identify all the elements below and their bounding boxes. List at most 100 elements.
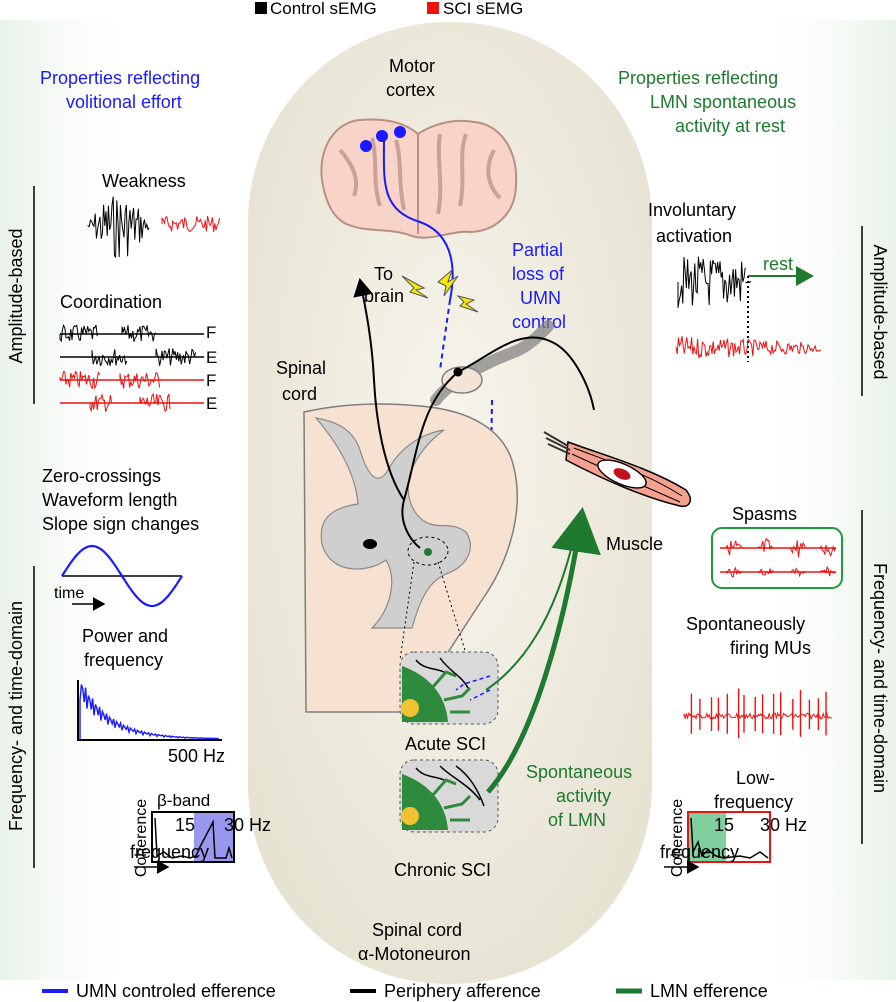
weakness-sci-emg xyxy=(161,215,221,233)
power-label: Power and xyxy=(82,626,168,646)
beta-coherence-border xyxy=(151,811,235,863)
spasm-0-0 xyxy=(725,540,743,556)
spinal-cord-line2: cord xyxy=(282,384,317,404)
weakness-control-emg xyxy=(87,196,150,258)
right-heading-line2: LMN spontaneous xyxy=(650,92,796,112)
coord-extensor-sci-burst-1 xyxy=(139,392,171,413)
chronic-sci-panel xyxy=(399,759,499,833)
weakness-sci-burst xyxy=(161,215,221,233)
coord-label-f1: F xyxy=(206,323,216,342)
spontaneous-mus-line1: Spontaneously xyxy=(686,614,805,634)
spectrum-axes xyxy=(77,680,222,741)
umn-legend-label: UMN controled efference xyxy=(76,981,276,1001)
low-band-shade xyxy=(689,813,726,861)
low-frequency-line1: Low- xyxy=(736,768,775,788)
to-brain-line1: To xyxy=(374,264,393,284)
involuntary-control-emg xyxy=(677,256,752,308)
spasm-0-2 xyxy=(789,540,807,558)
low-coherence-trace xyxy=(690,817,769,859)
spasms-label: Spasms xyxy=(732,504,797,524)
chronic-dendrites xyxy=(430,778,472,822)
left-background xyxy=(0,20,140,980)
coord-extensor-control-burst-1 xyxy=(155,348,197,366)
tendon xyxy=(543,431,571,455)
right-frequency-axis-label: Frequency- and time-domain xyxy=(870,563,890,793)
coordination-label: Coordination xyxy=(60,292,162,312)
left-heading-line2: volitional effort xyxy=(66,92,182,112)
lmn-efference-chronic xyxy=(486,507,601,794)
motoneuron-soma xyxy=(424,548,432,556)
involuntary-control-burst xyxy=(677,256,746,308)
brain-gyri xyxy=(338,133,502,215)
top-legend: Control sEMG SCI sEMG xyxy=(255,0,523,18)
motor-label-line1: Motor xyxy=(389,56,435,76)
left-coherence-axis-label: Coherence xyxy=(133,799,150,877)
coord-flexor-control-burst-1 xyxy=(121,325,157,342)
spontaneous-line1: Spontaneous xyxy=(526,762,632,782)
lesion-lightning-icons xyxy=(401,268,479,313)
bottom-legend: UMN controled efference Periphery affere… xyxy=(42,981,768,1001)
acute-nucleus xyxy=(401,699,419,717)
control-swatch xyxy=(255,2,267,14)
motoneuron-zoom-circle xyxy=(407,536,449,566)
muscle-label: Muscle xyxy=(606,534,663,554)
involuntary-sci-emg xyxy=(675,336,822,359)
right-amplitude-axis-label: Amplitude-based xyxy=(870,244,890,379)
low-coherence-border xyxy=(687,811,771,863)
coord-flexor-sci-burst-0 xyxy=(59,370,101,390)
spinal-cord-section xyxy=(303,403,518,713)
chronic-afferents xyxy=(415,765,485,807)
chronic-sci-label: Chronic SCI xyxy=(394,860,491,880)
rest-label: rest xyxy=(763,254,793,274)
spasm-1-2 xyxy=(789,567,806,578)
acute-umn-dashed xyxy=(455,675,491,701)
bottom-label-line1: Spinal cord xyxy=(372,920,462,940)
right-heading-line3: activity at rest xyxy=(675,116,785,136)
left-tick-30: 30 Hz xyxy=(224,815,271,835)
spontaneous-line3: of LMN xyxy=(548,810,606,830)
low-frequency-line2: frequency xyxy=(714,792,793,812)
acute-dendrites xyxy=(430,670,472,714)
spontaneous-mus-trace xyxy=(683,688,832,739)
right-panel: Properties reflecting LMN spontaneous ac… xyxy=(618,68,890,877)
hz500-label: 500 Hz xyxy=(168,746,225,766)
left-tick-15: 15 xyxy=(175,815,195,835)
spontaneous-line2: activity xyxy=(556,786,611,806)
spasm-0-3 xyxy=(819,544,837,557)
right-tick-15: 15 xyxy=(714,815,734,835)
right-tick-30: 30 Hz xyxy=(760,815,807,835)
zoom-lines-acute xyxy=(399,561,469,661)
bottom-label-line2: α-Motoneuron xyxy=(358,944,470,964)
spontaneous-mus-line2: firing MUs xyxy=(730,638,811,658)
center-panel: Motor cortex Partial loss of UMN control… xyxy=(276,56,691,964)
involuntary-line2: activation xyxy=(656,226,732,246)
left-heading-line1: Properties reflecting xyxy=(40,68,200,88)
coord-label-f2: F xyxy=(206,371,216,390)
acute-sci-panel xyxy=(399,651,499,725)
spinal-cord-line1: Spinal xyxy=(276,358,326,378)
slope-sign-label: Slope sign changes xyxy=(42,514,199,534)
chronic-nucleus xyxy=(401,807,419,825)
periphery-afferent-path xyxy=(360,280,459,549)
muscle-fibers-core xyxy=(613,468,631,480)
motor-label-line2: cortex xyxy=(386,80,435,100)
acute-afferents xyxy=(415,657,469,689)
lmn-legend-label: LMN efference xyxy=(650,981,768,1001)
beta-band-label: β-band xyxy=(157,791,210,810)
coordination-traces xyxy=(59,324,204,413)
sine-wave xyxy=(61,544,183,608)
right-coherence-axis-label: Coherence xyxy=(669,799,686,877)
spasm-1-1 xyxy=(757,567,774,576)
right-heading-line1: Properties reflecting xyxy=(618,68,778,88)
left-frequency-axis-label-bottom: frequency xyxy=(130,842,209,862)
partial-loss-line2: loss of xyxy=(512,264,565,284)
upper-motor-neuron-2 xyxy=(376,130,388,142)
coord-flexor-sci-burst-1 xyxy=(119,371,161,389)
right-background xyxy=(756,20,896,980)
zero-crossings-label: Zero-crossings xyxy=(42,466,161,486)
coord-extensor-sci-burst-0 xyxy=(89,393,113,413)
central-canal xyxy=(363,539,377,549)
frequency-label-left: frequency xyxy=(84,650,163,670)
right-frequency-axis-label-bottom: frequency xyxy=(660,842,739,862)
